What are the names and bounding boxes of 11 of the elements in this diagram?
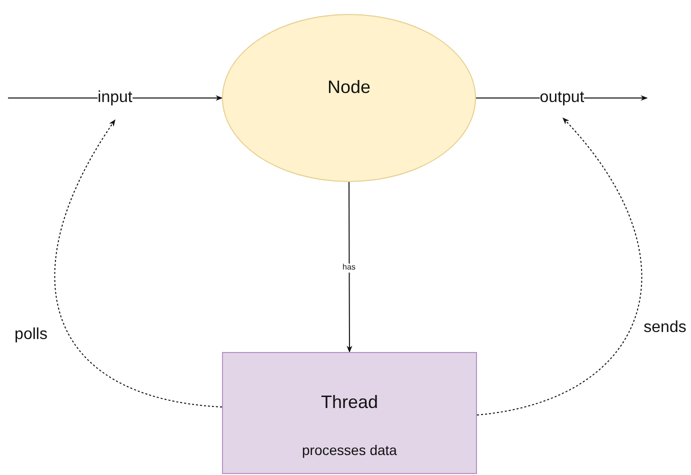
node-title: Thread bbox=[320, 392, 378, 414]
edge-label: input bbox=[98, 89, 132, 107]
edge-label: has bbox=[342, 264, 356, 272]
arrow bbox=[54, 119, 222, 408]
arrow bbox=[346, 182, 352, 353]
process-box bbox=[222, 352, 477, 474]
arrow bbox=[476, 117, 642, 416]
node-title: Node bbox=[327, 77, 371, 98]
node-description: processes data bbox=[302, 442, 397, 458]
edge-label: polls bbox=[14, 326, 48, 344]
edge-label: output bbox=[540, 89, 584, 107]
